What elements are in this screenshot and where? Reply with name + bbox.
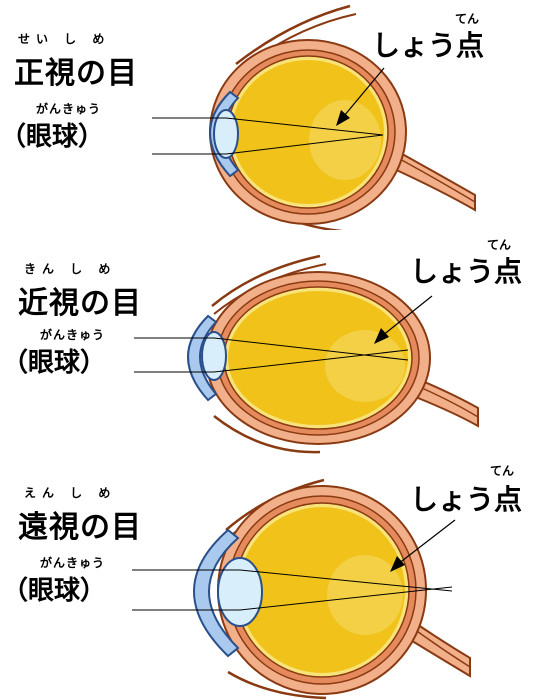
focus-label: しょう点 [372,24,484,64]
sub-label: （眼球） [0,116,104,153]
myopia-eye-panel: きん し め 近視の目 がんきゅう （眼球） てん しょう点 [0,230,535,460]
title: 正視の目 [14,48,138,92]
vitreous-highlight [327,555,403,635]
sub-label: （眼球） [2,570,106,607]
vitreous-highlight [325,330,405,402]
optic-nerve [392,150,475,210]
optic-nerve [418,380,478,426]
title-ruby: えん し め [24,484,116,501]
title: 近視の目 [18,278,142,322]
title-ruby: せい し め [18,30,110,47]
lens [214,110,238,158]
focus-label: しょう点 [410,250,522,290]
focus-ruby: てん [490,462,514,479]
sub-ruby: がんきゅう [40,554,105,571]
lens [218,558,262,626]
sub-ruby: がんきゅう [40,326,105,343]
sub-label: （眼球） [2,342,106,379]
sub-ruby: がんきゅう [36,100,101,117]
title: 遠視の目 [18,502,142,546]
title-ruby: きん し め [24,260,116,277]
focus-label: しょう点 [410,478,522,518]
hyperopia-eye-panel: えん し め 遠視の目 がんきゅう （眼球） てん しょう点 [0,460,535,700]
normal-eye-panel: せい し め 正視の目 がんきゅう （眼球） てん しょう点 [0,0,535,230]
